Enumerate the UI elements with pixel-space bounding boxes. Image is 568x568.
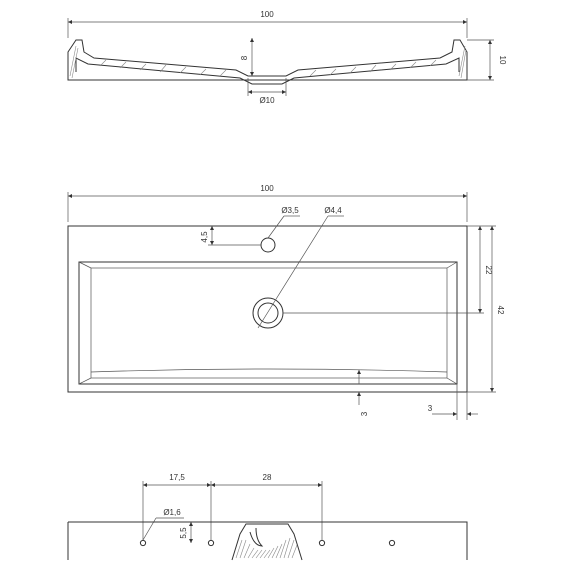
drain-leader bbox=[257, 215, 329, 329]
hole-height-label: 5,5 bbox=[179, 527, 188, 539]
top-basin-slope bbox=[90, 368, 448, 373]
top-basin-rim bbox=[78, 261, 458, 385]
side-hatching bbox=[69, 45, 467, 79]
top-view: 100 Ø3,5 4,5 Ø4,4 22 42 bbox=[67, 184, 505, 420]
tap-hole bbox=[260, 237, 276, 253]
front-drain-bowl bbox=[231, 523, 303, 561]
tap-hole-label: Ø3,5 bbox=[281, 206, 299, 215]
top-corner-bl bbox=[78, 377, 92, 385]
top-corner-tr bbox=[446, 261, 458, 269]
side-height-label: 10 bbox=[498, 56, 507, 65]
side-basin-outline bbox=[67, 39, 468, 81]
side-depth-label: 8 bbox=[240, 55, 249, 60]
front-drain-curve bbox=[249, 527, 264, 547]
tap-hole-leader bbox=[267, 215, 285, 239]
top-width-label: 100 bbox=[260, 184, 274, 193]
front-body-outline bbox=[68, 521, 468, 560]
hole-spacing-right-label: 28 bbox=[263, 473, 272, 482]
side-drain-label: Ø10 bbox=[259, 96, 275, 105]
side-section-view: 100 8 bbox=[67, 10, 507, 105]
mounting-hole-4 bbox=[388, 539, 396, 547]
side-width-label: 100 bbox=[260, 10, 274, 19]
top-corner-tl bbox=[78, 261, 92, 269]
overall-depth-label: 42 bbox=[496, 306, 505, 315]
hole-dia-leader bbox=[142, 517, 157, 541]
inner-depth-label: 22 bbox=[484, 266, 493, 275]
tap-offset-label: 4,5 bbox=[200, 231, 209, 243]
drain-inner bbox=[257, 302, 279, 324]
mounting-hole-2 bbox=[207, 539, 215, 547]
top-basin-inner bbox=[90, 267, 448, 379]
top-corner-br bbox=[446, 377, 458, 385]
top-outer-outline bbox=[67, 225, 468, 393]
side-basin-inner bbox=[75, 57, 460, 85]
side-rim-label: 3 bbox=[428, 404, 433, 413]
drain-label: Ø4,4 bbox=[324, 206, 342, 215]
hole-spacing-left-label: 17,5 bbox=[169, 473, 185, 482]
front-drain-hatching bbox=[235, 537, 298, 559]
mounting-hole-3 bbox=[318, 539, 326, 547]
mounting-hole-1 bbox=[139, 539, 147, 547]
front-rim-label: 3 bbox=[360, 411, 369, 416]
hole-dia-label: Ø1,6 bbox=[163, 508, 181, 517]
front-view: 17,5 28 Ø1,6 5,5 bbox=[67, 473, 468, 561]
